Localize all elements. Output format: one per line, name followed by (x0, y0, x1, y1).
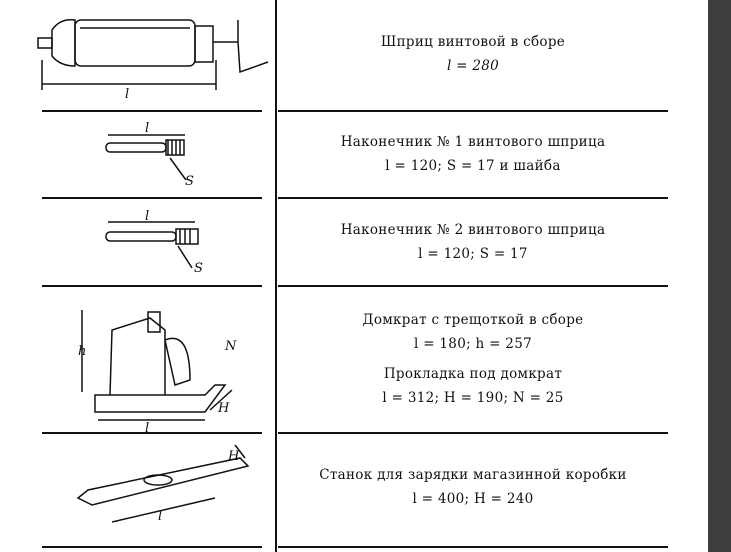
item-dims: l = 280 (446, 58, 500, 74)
item-title: Наконечник № 2 винтового шприца (340, 222, 606, 238)
row-ratchet-jack: Домкрат с трещоткой в сборе l = 180; h =… (278, 308, 668, 410)
nozzle-1-figure: l S (105, 121, 194, 189)
row-divider (42, 285, 262, 287)
item-dims: l = 120; S = 17 и шайба (385, 158, 561, 174)
row-divider (42, 197, 262, 199)
svg-text:l: l (125, 87, 129, 102)
svg-text:l: l (145, 209, 149, 224)
row-nozzle-1: Наконечник № 1 винтового шприца l = 120;… (278, 130, 668, 178)
item-dims: l = 120; S = 17 (418, 246, 528, 262)
item-dims: l = 400; H = 240 (412, 491, 534, 507)
row-divider (278, 285, 668, 287)
row-divider (278, 110, 668, 112)
nozzle-2-figure: l S (105, 209, 203, 276)
svg-text:H: H (217, 401, 230, 416)
row-divider (278, 546, 668, 548)
svg-text:S: S (185, 174, 194, 189)
row-magazine-plate: Станок для зарядки магазинной коробки l … (278, 463, 668, 511)
item-title-2: Прокладка под домкрат (383, 366, 563, 382)
scan-border (708, 0, 731, 552)
item-title: Станок для зарядки магазинной коробки (319, 467, 627, 483)
figures: l l S l S h l H N l H (37, 18, 269, 524)
svg-text:l: l (145, 121, 149, 136)
svg-text:h: h (78, 344, 86, 359)
svg-text:l: l (145, 421, 149, 436)
row-divider (42, 432, 262, 434)
row-screw-syringe: Шприц винтовой в сборе l = 280 (278, 30, 668, 78)
item-title: Наконечник № 1 винтового шприца (340, 134, 606, 150)
column-divider (275, 0, 277, 552)
item-dims-2: l = 312; H = 190; N = 25 (382, 390, 564, 406)
screw-syringe-figure: l (37, 18, 269, 102)
row-divider (42, 546, 262, 548)
row-divider (278, 197, 668, 199)
item-title: Шприц винтовой в сборе (380, 34, 566, 50)
item-title: Домкрат с трещоткой в сборе (362, 312, 584, 328)
row-divider (278, 432, 668, 434)
svg-text:H: H (227, 449, 240, 464)
ratchet-jack-figure: h l H N (78, 310, 237, 436)
svg-text:S: S (194, 261, 203, 276)
svg-text:N: N (224, 339, 237, 354)
row-divider (42, 110, 262, 112)
item-dims: l = 180; h = 257 (414, 336, 532, 352)
row-nozzle-2: Наконечник № 2 винтового шприца l = 120;… (278, 218, 668, 266)
magazine-plate-figure: l H (76, 444, 250, 524)
svg-text:l: l (158, 509, 162, 524)
